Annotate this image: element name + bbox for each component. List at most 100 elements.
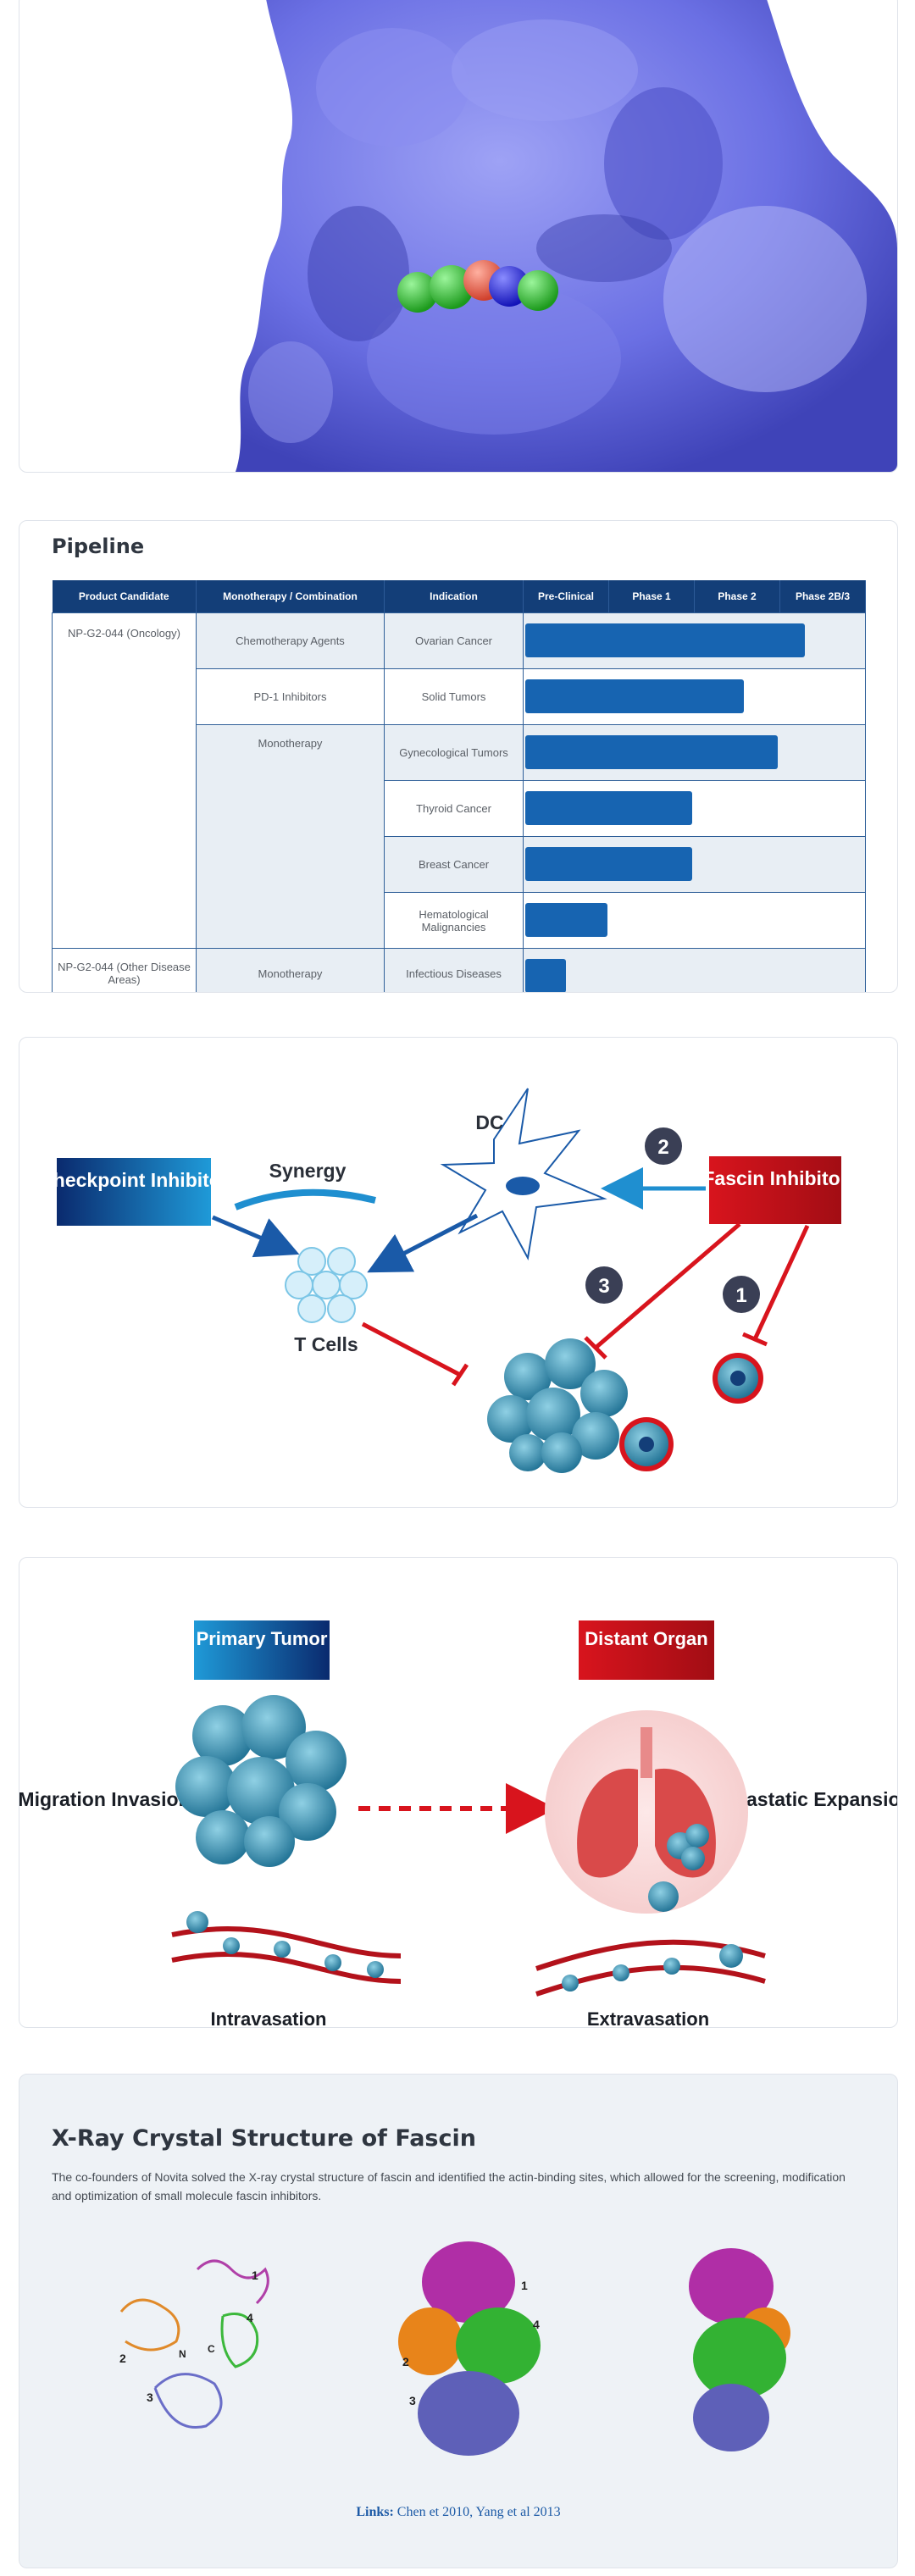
table-row: NP-G2-044 (Oncology) Chemotherapy Agents…: [52, 612, 866, 949]
intravasation-label: Intravasation: [211, 2008, 327, 2027]
progress-bar: [525, 903, 607, 937]
header-preclinical: Pre-Clinical: [524, 580, 609, 612]
primary-tumor-cluster: [175, 1695, 347, 1867]
therapy-cell: PD-1 Inhibitors: [196, 668, 385, 725]
header-therapy: Monotherapy / Combination: [196, 580, 385, 613]
extravasation-label: Extravasation: [587, 2008, 709, 2027]
candidate-other: NP-G2-044 (Other Disease Areas): [52, 948, 197, 992]
domain-1-label: 1: [252, 2269, 258, 2282]
progress-cell: [523, 724, 866, 781]
progress-cell: [523, 836, 866, 893]
synergy-arc: [234, 1188, 376, 1210]
links-reference[interactable]: Chen et 2010, Yang et al 2013: [396, 2505, 561, 2519]
domain-3-label: 3: [409, 2394, 416, 2407]
c-terminus-label: C: [208, 2343, 215, 2355]
domain-3-label: 3: [147, 2390, 153, 2404]
xray-structure-card: X-Ray Crystal Structure of Fascin The co…: [19, 2074, 898, 2568]
domain-1-label: 1: [521, 2279, 528, 2292]
progress-bar: [525, 959, 567, 992]
arrow-dc-to-tcells: [367, 1213, 479, 1273]
therapy-cell: Monotherapy: [196, 724, 385, 949]
header-phase1: Phase 1: [609, 580, 695, 612]
progress-bar: [525, 847, 693, 881]
step-3-number: 3: [598, 1275, 609, 1298]
t-cells-label: T Cells: [294, 1333, 358, 1355]
trachea: [640, 1727, 652, 1778]
therapy-cell: Chemotherapy Agents: [196, 612, 385, 669]
candidate-oncology: NP-G2-044 (Oncology): [52, 612, 197, 949]
indication-cell: Infectious Diseases: [384, 948, 524, 992]
checkpoint-inhibitor-label: Checkpoint Inhibitor: [39, 1169, 229, 1191]
pipeline-card: Pipeline Product Candidate Monotherapy /…: [19, 520, 898, 993]
distant-organ-label: Distant Organ: [585, 1628, 707, 1649]
xray-links: Links: Chen et 2010, Yang et al 2013: [19, 2505, 897, 2520]
protein-surface-image: [236, 0, 897, 472]
indication-cell: Breast Cancer: [384, 836, 524, 893]
metastasis-diagram-card: Primary Tumor Distant Organ Migration In…: [19, 1557, 898, 2028]
step-3-badge: [585, 1266, 623, 1304]
dc-nucleus: [506, 1177, 540, 1195]
circulating-cells: [186, 1911, 743, 1992]
progress-cell: [523, 780, 866, 837]
blood-vessel-left: [171, 1926, 402, 1958]
progress-cell: [523, 948, 866, 992]
inhibit-fascin-to-cell: [752, 1224, 810, 1341]
xray-description: The co-founders of Novita solved the X-r…: [52, 2170, 846, 2202]
indication-cell: Hematological Malignancies: [384, 892, 524, 949]
step-1-badge: [723, 1276, 760, 1313]
domain-2-label: 2: [402, 2355, 409, 2368]
domain-4-label: 4: [247, 2311, 253, 2324]
header-phase2: Phase 2: [695, 580, 780, 612]
primary-tumor-box: [194, 1620, 330, 1680]
pipeline-title: Pipeline: [52, 535, 145, 558]
domain-4-label: 4: [533, 2318, 540, 2331]
xray-title: X-Ray Crystal Structure of Fascin: [52, 2125, 476, 2152]
table-row: NP-G2-044 (Other Disease Areas) Monother…: [52, 948, 866, 992]
inhibit-fascin-to-tumor: [594, 1222, 741, 1349]
progress-bar: [525, 623, 806, 657]
surface-structure-rotated: [689, 2248, 790, 2451]
step-1-number: 1: [735, 1284, 746, 1307]
indication-cell: Ovarian Cancer: [384, 612, 524, 669]
indication-cell: Gynecological Tumors: [384, 724, 524, 781]
migrating-cancer-cell: [619, 1417, 674, 1471]
therapy-cell: Monotherapy: [196, 948, 385, 992]
inhibit-bar: [451, 1363, 469, 1387]
synergy-label: Synergy: [269, 1160, 347, 1182]
table-row: Thyroid Cancer: [53, 780, 866, 837]
table-row: Monotherapy Gynecological Tumors: [53, 724, 866, 949]
tumor-cluster: [487, 1338, 628, 1473]
progress-bar: [525, 735, 779, 769]
protein-image-card: [19, 0, 898, 473]
domain-2-label: 2: [119, 2352, 126, 2365]
migration-invasion-label: Migration Invasion: [19, 1788, 191, 1810]
table-row: Breast Cancer: [53, 836, 866, 893]
fascin-inhibitor-box: [709, 1156, 841, 1224]
distant-organ-box: [579, 1620, 714, 1680]
blood-vessel-left: [171, 1952, 402, 1984]
pipeline-header-row: Product Candidate Monotherapy / Combinat…: [52, 580, 866, 613]
dendritic-cell: [440, 1088, 607, 1261]
checkpoint-inhibitor-box: [57, 1158, 211, 1226]
surface-structure-labeled: [398, 2241, 541, 2456]
header-indication: Indication: [384, 580, 524, 613]
immune-diagram-card: Checkpoint Inhibitor Fascin Inhibitor Sy…: [19, 1037, 898, 1508]
step-2-badge: [645, 1127, 682, 1165]
dc-label: DC: [475, 1111, 503, 1133]
ribbon-structure: [119, 2259, 269, 2429]
invasive-cancer-cell: [713, 1353, 763, 1404]
pipeline-table: Product Candidate Monotherapy / Combinat…: [52, 580, 866, 992]
progress-cell: [523, 668, 866, 725]
left-lung: [577, 1768, 638, 1878]
lung-tumor: [667, 1824, 709, 1870]
t-cells-cluster: [285, 1247, 368, 1323]
table-row: Hematological Malignancies: [53, 892, 866, 949]
inhibit-tcells-to-tumor: [361, 1321, 462, 1377]
header-product-candidate: Product Candidate: [52, 580, 197, 613]
header-phase2b3: Phase 2B/3: [795, 590, 851, 602]
progress-cell: [523, 892, 866, 949]
inhibit-bar: [584, 1336, 607, 1360]
progress-bar: [525, 679, 744, 713]
indication-cell: Thyroid Cancer: [384, 780, 524, 837]
xray-structures-image: 1 2 3 4 N C 1 2 3 4: [119, 2241, 790, 2456]
